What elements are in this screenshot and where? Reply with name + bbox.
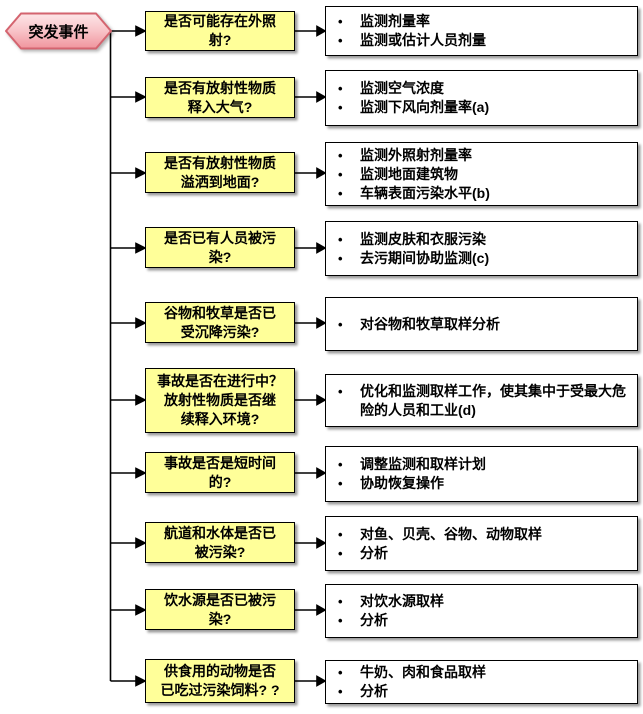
action-text: 对谷物和牧草取样分析 [360,315,500,332]
action-box-5: • 对谷物和牧草取样分析 [325,297,638,351]
bullet-icon: • [338,185,343,201]
action-text: 分析 [360,612,388,628]
action-text: 牛奶、肉和食品取样 [360,664,486,680]
action-box-2: • 监测空气浓度 • 监测下风向剂量率(a) [325,70,638,126]
question-box-8: 航道和水体是否已 被污染? [145,522,295,563]
question-box-1: 是否可能存在外照 射? [145,11,295,51]
question-text: 是否可能存在外照 射? [164,13,276,48]
action-box-9: • 对饮水源取样 • 分析 [325,584,638,638]
bullet-icon: • [338,526,343,542]
question-box-3: 是否有放射性物质 溢洒到地面? [145,152,295,193]
bullet-icon: • [338,545,343,561]
action-text: 对鱼、贝壳、谷物、动物取样 [360,525,542,542]
action-text: 优化和监测取样工作，使其集中于受最大危险的人员和工业(d) [360,382,626,418]
action-text: 分析 [360,683,388,699]
bullet-icon: • [338,33,343,48]
action-box-3: • 监测外照射剂量率 • 监测地面建筑物 • 车辆表面污染水平(b) [325,142,638,206]
hexagon-shape [5,12,112,50]
bullet-icon: • [338,100,343,115]
question-text: 事故是否在进行中？ 放射性物质是否继 续释入环境? [157,373,283,427]
question-text: 事故是否是短时间 的? [164,454,276,490]
question-box-9: 饮水源是否已被污 染? [145,589,295,630]
action-box-10: • 牛奶、肉和食品取样 • 分析 [325,660,638,704]
question-text: 是否有放射性物质 释入大气? [164,79,276,115]
bullet-icon: • [338,316,343,332]
bullet-icon: • [338,383,343,399]
question-text: 谷物和牧草是否已 受沉降污染? [164,304,276,340]
question-box-7: 事故是否是短时间 的? [145,452,295,493]
action-text: 监测地面建筑物 [360,165,458,182]
question-box-4: 是否已有人员被污 染? [145,227,295,268]
bullet-icon: • [338,613,343,628]
question-text: 供食用的动物是否 已吃过污染饲料? ? [160,663,280,698]
question-box-5: 谷物和牧草是否已 受沉降污染? [145,302,295,343]
action-text: 监测外照射剂量率 [360,146,472,163]
action-box-8: • 对鱼、贝壳、谷物、动物取样 • 分析 [325,516,638,571]
bullet-icon: • [338,14,343,29]
action-text: 监测皮肤和衣服污染 [360,230,486,247]
action-text: 监测空气浓度 [360,80,444,96]
bullet-icon: • [338,250,343,266]
action-text: 去污期间协助监测(c) [360,249,490,266]
action-text: 协助恢复操作 [360,475,444,491]
action-arrows [295,25,327,687]
question-text: 是否有放射性物质 溢洒到地面? [164,154,276,190]
bullet-icon: • [338,476,343,491]
action-text: 对饮水源取样 [360,593,444,609]
start-node: 突发事件 [5,12,112,50]
action-text: 监测下风向剂量率(a) [360,99,490,115]
action-box-1: • 监测剂量率 • 监测或估计人员剂量 [325,6,638,56]
action-text: 监测或估计人员剂量 [360,32,486,48]
action-box-7: • 调整监测和取样计划 • 协助恢复操作 [325,446,638,502]
question-text: 是否已有人员被污 染? [164,229,276,265]
start-node-label: 突发事件 [28,23,89,41]
action-text: 调整监测和取样计划 [360,456,486,472]
bullet-icon: • [338,684,343,699]
question-box-2: 是否有放射性物质 释入大气? [145,77,295,118]
bullet-icon: • [338,594,343,609]
bullet-icon: • [338,231,343,247]
question-box-6: 事故是否在进行中？ 放射性物质是否继 续释入环境? [145,368,295,433]
question-text: 航道和水体是否已 被污染? [164,524,276,560]
action-box-4: • 监测皮肤和衣服污染 • 去污期间协助监测(c) [325,221,638,276]
question-text: 饮水源是否已被污 染? [164,591,276,627]
action-text: 车辆表面污染水平(b) [360,184,490,201]
action-box-6: • 优化和监测取样工作，使其集中于受最大危险的人员和工业(d) [325,374,638,427]
question-box-10: 供食用的动物是否 已吃过污染饲料? ? [145,659,295,703]
branch-arrows [110,25,147,687]
bullet-icon: • [338,457,343,472]
action-text: 分析 [360,544,388,561]
bullet-icon: • [338,147,343,163]
action-text: 监测剂量率 [360,13,430,29]
bullet-icon: • [338,665,343,680]
bullet-icon: • [338,166,343,182]
bullet-icon: • [338,81,343,96]
